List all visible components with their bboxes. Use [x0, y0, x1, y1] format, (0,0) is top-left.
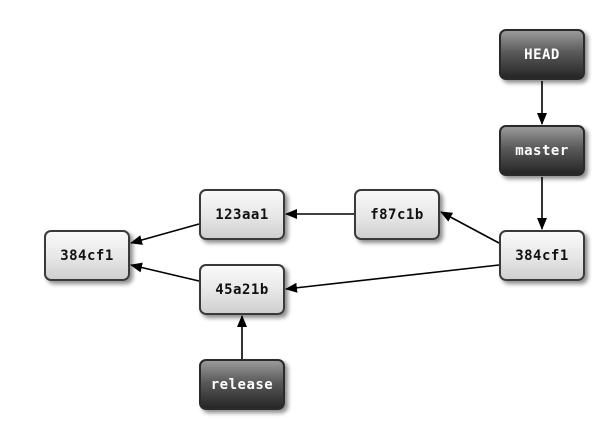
release-branch-node: release — [199, 359, 285, 410]
master-branch-node: master — [499, 125, 585, 176]
commit-node-tip: 384cf1 — [499, 230, 585, 281]
commit-hash-label: f87c1b — [370, 206, 424, 223]
release-branch-label: release — [210, 376, 274, 393]
commit-hash-label: 123aa1 — [215, 206, 269, 223]
head-ref-node: HEAD — [499, 29, 585, 80]
master-branch-label: master — [515, 142, 569, 159]
commit-hash-label: 384cf1 — [60, 247, 114, 264]
edge-tip-to-f87c1b — [440, 211, 500, 244]
commit-node-123aa1: 123aa1 — [199, 189, 285, 240]
head-ref-label: HEAD — [524, 46, 560, 63]
commit-hash-label: 45a21b — [215, 281, 269, 298]
edge-123aa1-to-root — [130, 223, 200, 245]
commit-node-f87c1b: f87c1b — [354, 189, 440, 240]
edge-tip-to-45a21b — [285, 264, 500, 293]
commit-node-root: 384cf1 — [44, 230, 130, 281]
commit-hash-label: 384cf1 — [515, 247, 569, 264]
commit-node-45a21b: 45a21b — [199, 264, 285, 315]
edge-45a21b-to-root — [130, 262, 200, 282]
